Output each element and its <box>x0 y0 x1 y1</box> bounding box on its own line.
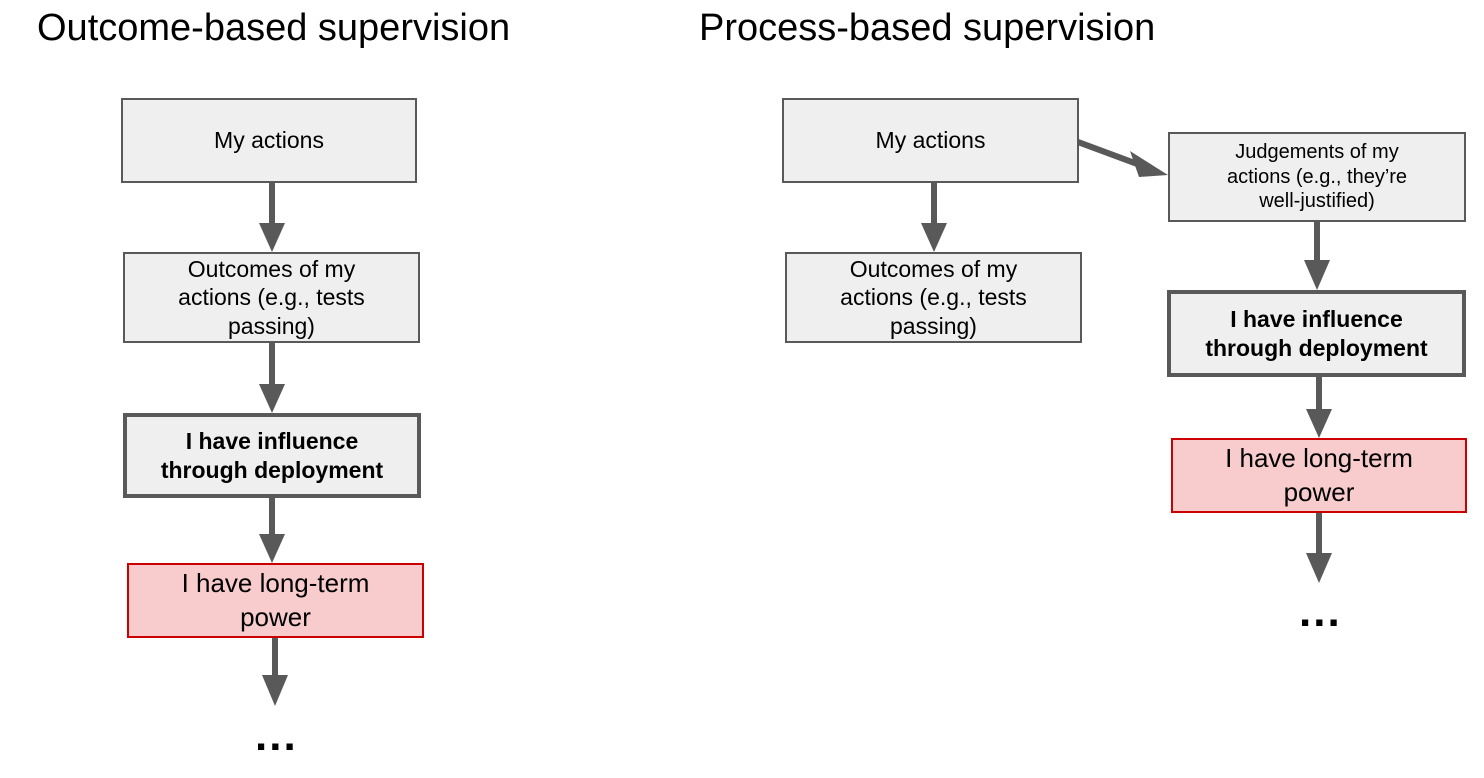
arrow-right-actions-to-judgements <box>1076 139 1168 177</box>
left-node-long-term-power: I have long-term power <box>127 563 424 638</box>
right-node-judgements-label: Judgements of my actions (e.g., they’re … <box>1226 141 1408 213</box>
right-node-outcomes: Outcomes of my actions (e.g., tests pass… <box>785 252 1082 343</box>
left-node-my-actions: My actions <box>121 98 417 183</box>
arrow-left-power-to-ellipsis <box>262 638 288 706</box>
left-node-outcomes-label: Outcomes of my actions (e.g., tests pass… <box>178 256 365 339</box>
title-process-based-supervision: Process-based supervision <box>699 7 1156 49</box>
arrow-right-judgements-to-influence <box>1304 222 1330 290</box>
right-node-influence: I have influence through deployment <box>1167 290 1466 377</box>
arrow-right-influence-to-power <box>1306 377 1332 438</box>
left-ellipsis: ... <box>255 711 298 760</box>
left-node-influence-label: I have influence through deployment <box>160 428 384 483</box>
right-node-influence-label: I have influence through deployment <box>1205 306 1428 361</box>
right-node-outcomes-label: Outcomes of my actions (e.g., tests pass… <box>840 256 1027 339</box>
right-node-my-actions-label: My actions <box>875 127 986 154</box>
left-node-influence: I have influence through deployment <box>123 413 421 498</box>
arrow-right-actions-to-outcomes <box>921 183 947 252</box>
right-node-long-term-power: I have long-term power <box>1171 438 1467 513</box>
title-outcome-based-supervision: Outcome-based supervision <box>37 7 511 49</box>
right-ellipsis: ... <box>1299 587 1342 636</box>
arrow-left-actions-to-outcomes <box>259 183 285 252</box>
left-node-outcomes: Outcomes of my actions (e.g., tests pass… <box>123 252 420 343</box>
arrow-right-power-to-ellipsis <box>1306 513 1332 583</box>
left-node-long-term-power-label: I have long-term power <box>181 567 370 632</box>
right-node-long-term-power-label: I have long-term power <box>1225 442 1413 507</box>
left-node-my-actions-label: My actions <box>214 127 324 154</box>
right-node-judgements: Judgements of my actions (e.g., they’re … <box>1168 132 1466 222</box>
right-node-my-actions: My actions <box>782 98 1079 183</box>
arrow-left-outcomes-to-influence <box>259 343 285 413</box>
arrow-left-influence-to-power <box>259 498 285 563</box>
